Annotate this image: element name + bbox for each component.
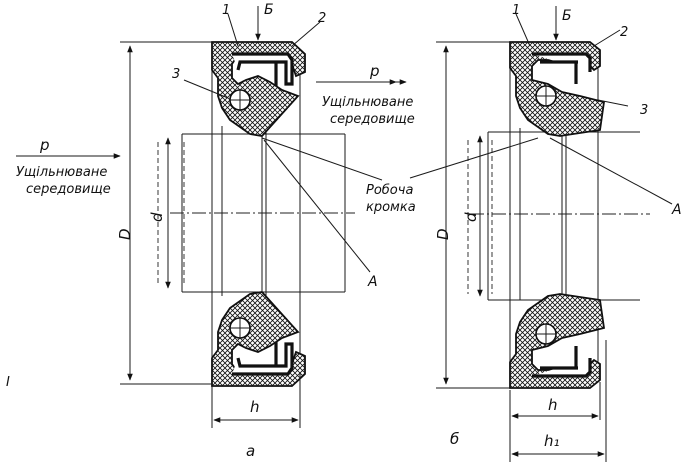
label-working-edge-1: Робоча [366, 183, 413, 198]
label-d-b: d [462, 212, 480, 222]
label-d-a: d [148, 212, 166, 222]
label-part-1-a: 1 [222, 3, 230, 18]
label-h1-b: h₁ [544, 432, 560, 450]
label-medium-left-1: Ущільнюване [16, 165, 107, 180]
labels-view-a: 1 Б 2 3 p Ущільнюване середовище D d A h… [6, 2, 378, 460]
label-part-2-b: 2 [620, 25, 628, 40]
seal-view-b [316, 6, 673, 462]
working-edge-leaders [261, 137, 539, 181]
caption-a: а [246, 442, 255, 460]
label-medium-b-1: Ущільнюване [322, 95, 413, 110]
label-part-3-b: 3 [640, 103, 648, 118]
shaft-a [157, 133, 355, 293]
dimension-h-a [211, 372, 301, 428]
label-A-b: A [671, 202, 682, 218]
seal-bottom-section-a [211, 291, 306, 387]
label-h-a: h [250, 398, 260, 416]
label-pressure-left: p [39, 136, 50, 154]
margin-mark: I [6, 375, 10, 390]
label-h-b: h [548, 396, 558, 414]
seal-top-section-b [509, 41, 606, 137]
label-B-b: Б [562, 8, 572, 24]
label-A-a: A [367, 274, 378, 290]
seal-view-a [16, 6, 397, 428]
label-part-1-b: 1 [512, 3, 520, 18]
label-D-a: D [116, 228, 134, 240]
dimension-h-b [509, 340, 607, 462]
dimension-D-a [120, 41, 212, 385]
label-pressure-b: p [369, 62, 380, 80]
label-part-3-a: 3 [172, 67, 180, 82]
labels-center: Робоча кромка [366, 183, 416, 215]
seal-bottom-section-b [509, 293, 606, 389]
label-B-a: Б [264, 2, 274, 18]
label-medium-left-2: середовище [26, 182, 111, 197]
caption-b: б [450, 430, 459, 448]
label-D-b: D [434, 228, 452, 240]
label-part-2-a: 2 [318, 11, 326, 26]
label-medium-b-2: середовище [330, 112, 415, 127]
labels-view-b: 1 Б 2 p Ущільнюване середовище 3 D d A h… [322, 3, 682, 450]
seal-top-section-a [211, 41, 306, 137]
label-working-edge-2: кромка [366, 200, 416, 215]
shaft-b [467, 131, 650, 301]
dimension-D-b [436, 41, 510, 389]
